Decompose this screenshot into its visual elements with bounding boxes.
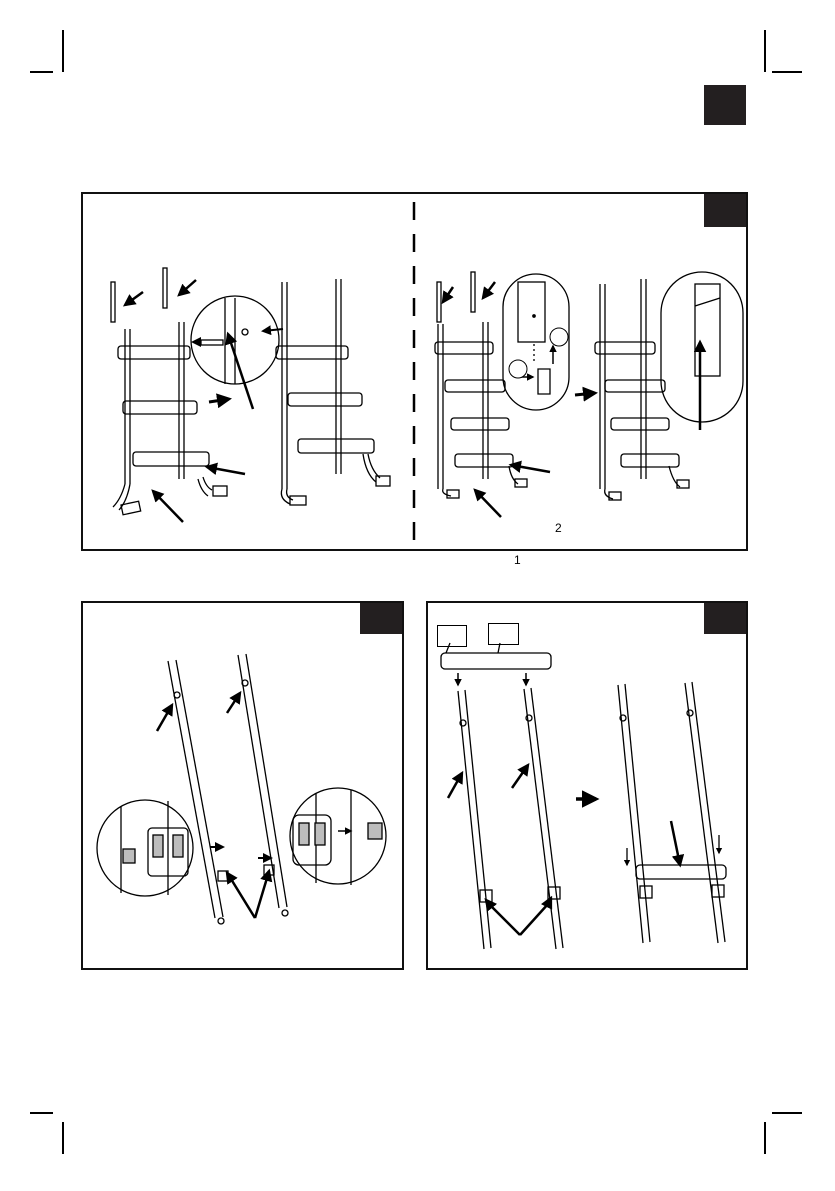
assembly-diagram-top	[83, 194, 746, 549]
ladder-with-push-buttons	[435, 272, 527, 498]
crop-mark	[30, 1112, 53, 1114]
step-marker-1	[509, 360, 527, 378]
arrow-icon	[179, 280, 196, 295]
step-marker-2	[550, 328, 568, 346]
crop-mark	[764, 1122, 766, 1154]
assembled-ladder-left	[276, 279, 390, 505]
step-diagram	[428, 603, 746, 968]
crop-mark	[62, 1122, 64, 1154]
clip-detail-left	[97, 800, 193, 896]
next-step-arrow-icon	[575, 393, 595, 395]
part-callout-box	[437, 625, 467, 647]
section-tab	[704, 85, 746, 125]
assembled-zoom	[661, 272, 743, 430]
panel-assembly-top: 1 2	[81, 192, 748, 551]
crop-mark	[764, 30, 766, 72]
clip-detail-right	[290, 788, 386, 885]
rails-with-clips	[458, 688, 563, 949]
ladder-with-upper-tubes	[111, 268, 227, 515]
step-over-rails	[441, 643, 551, 685]
crop-mark	[62, 30, 64, 72]
crop-mark	[30, 71, 53, 73]
rail-right	[238, 654, 288, 916]
crop-mark	[772, 1112, 802, 1114]
arrow-icon	[227, 693, 240, 713]
part-callout-box	[488, 623, 519, 645]
panel-c	[81, 601, 404, 970]
arrow-icon	[475, 490, 501, 517]
arrow-icon	[153, 491, 183, 522]
panel-c-tab	[360, 603, 402, 634]
arrow-icon	[207, 467, 245, 474]
arrow-icon	[448, 773, 462, 798]
bolt-detail-zoom	[191, 296, 283, 409]
arrow-icon	[511, 465, 550, 472]
clip-diagram	[83, 603, 402, 968]
panel-d	[426, 601, 748, 970]
arrow-icon	[512, 765, 528, 788]
arrow-icon	[483, 282, 495, 298]
arrow-icon	[157, 705, 172, 731]
panel-d-tab	[704, 603, 746, 634]
arrow-icon	[125, 292, 143, 305]
next-step-arrow-icon	[209, 399, 229, 402]
step-marker-1-label: 1	[514, 553, 521, 567]
rails-with-step	[618, 682, 726, 943]
step-marker-2-label: 2	[555, 521, 562, 535]
arrow-icon	[443, 287, 453, 302]
clip-pointer-lines	[490, 904, 548, 935]
assembled-ladder-right	[595, 279, 689, 500]
clip-pointer-lines	[231, 878, 267, 918]
crop-mark	[772, 71, 802, 73]
panel-b-tab	[704, 194, 746, 227]
